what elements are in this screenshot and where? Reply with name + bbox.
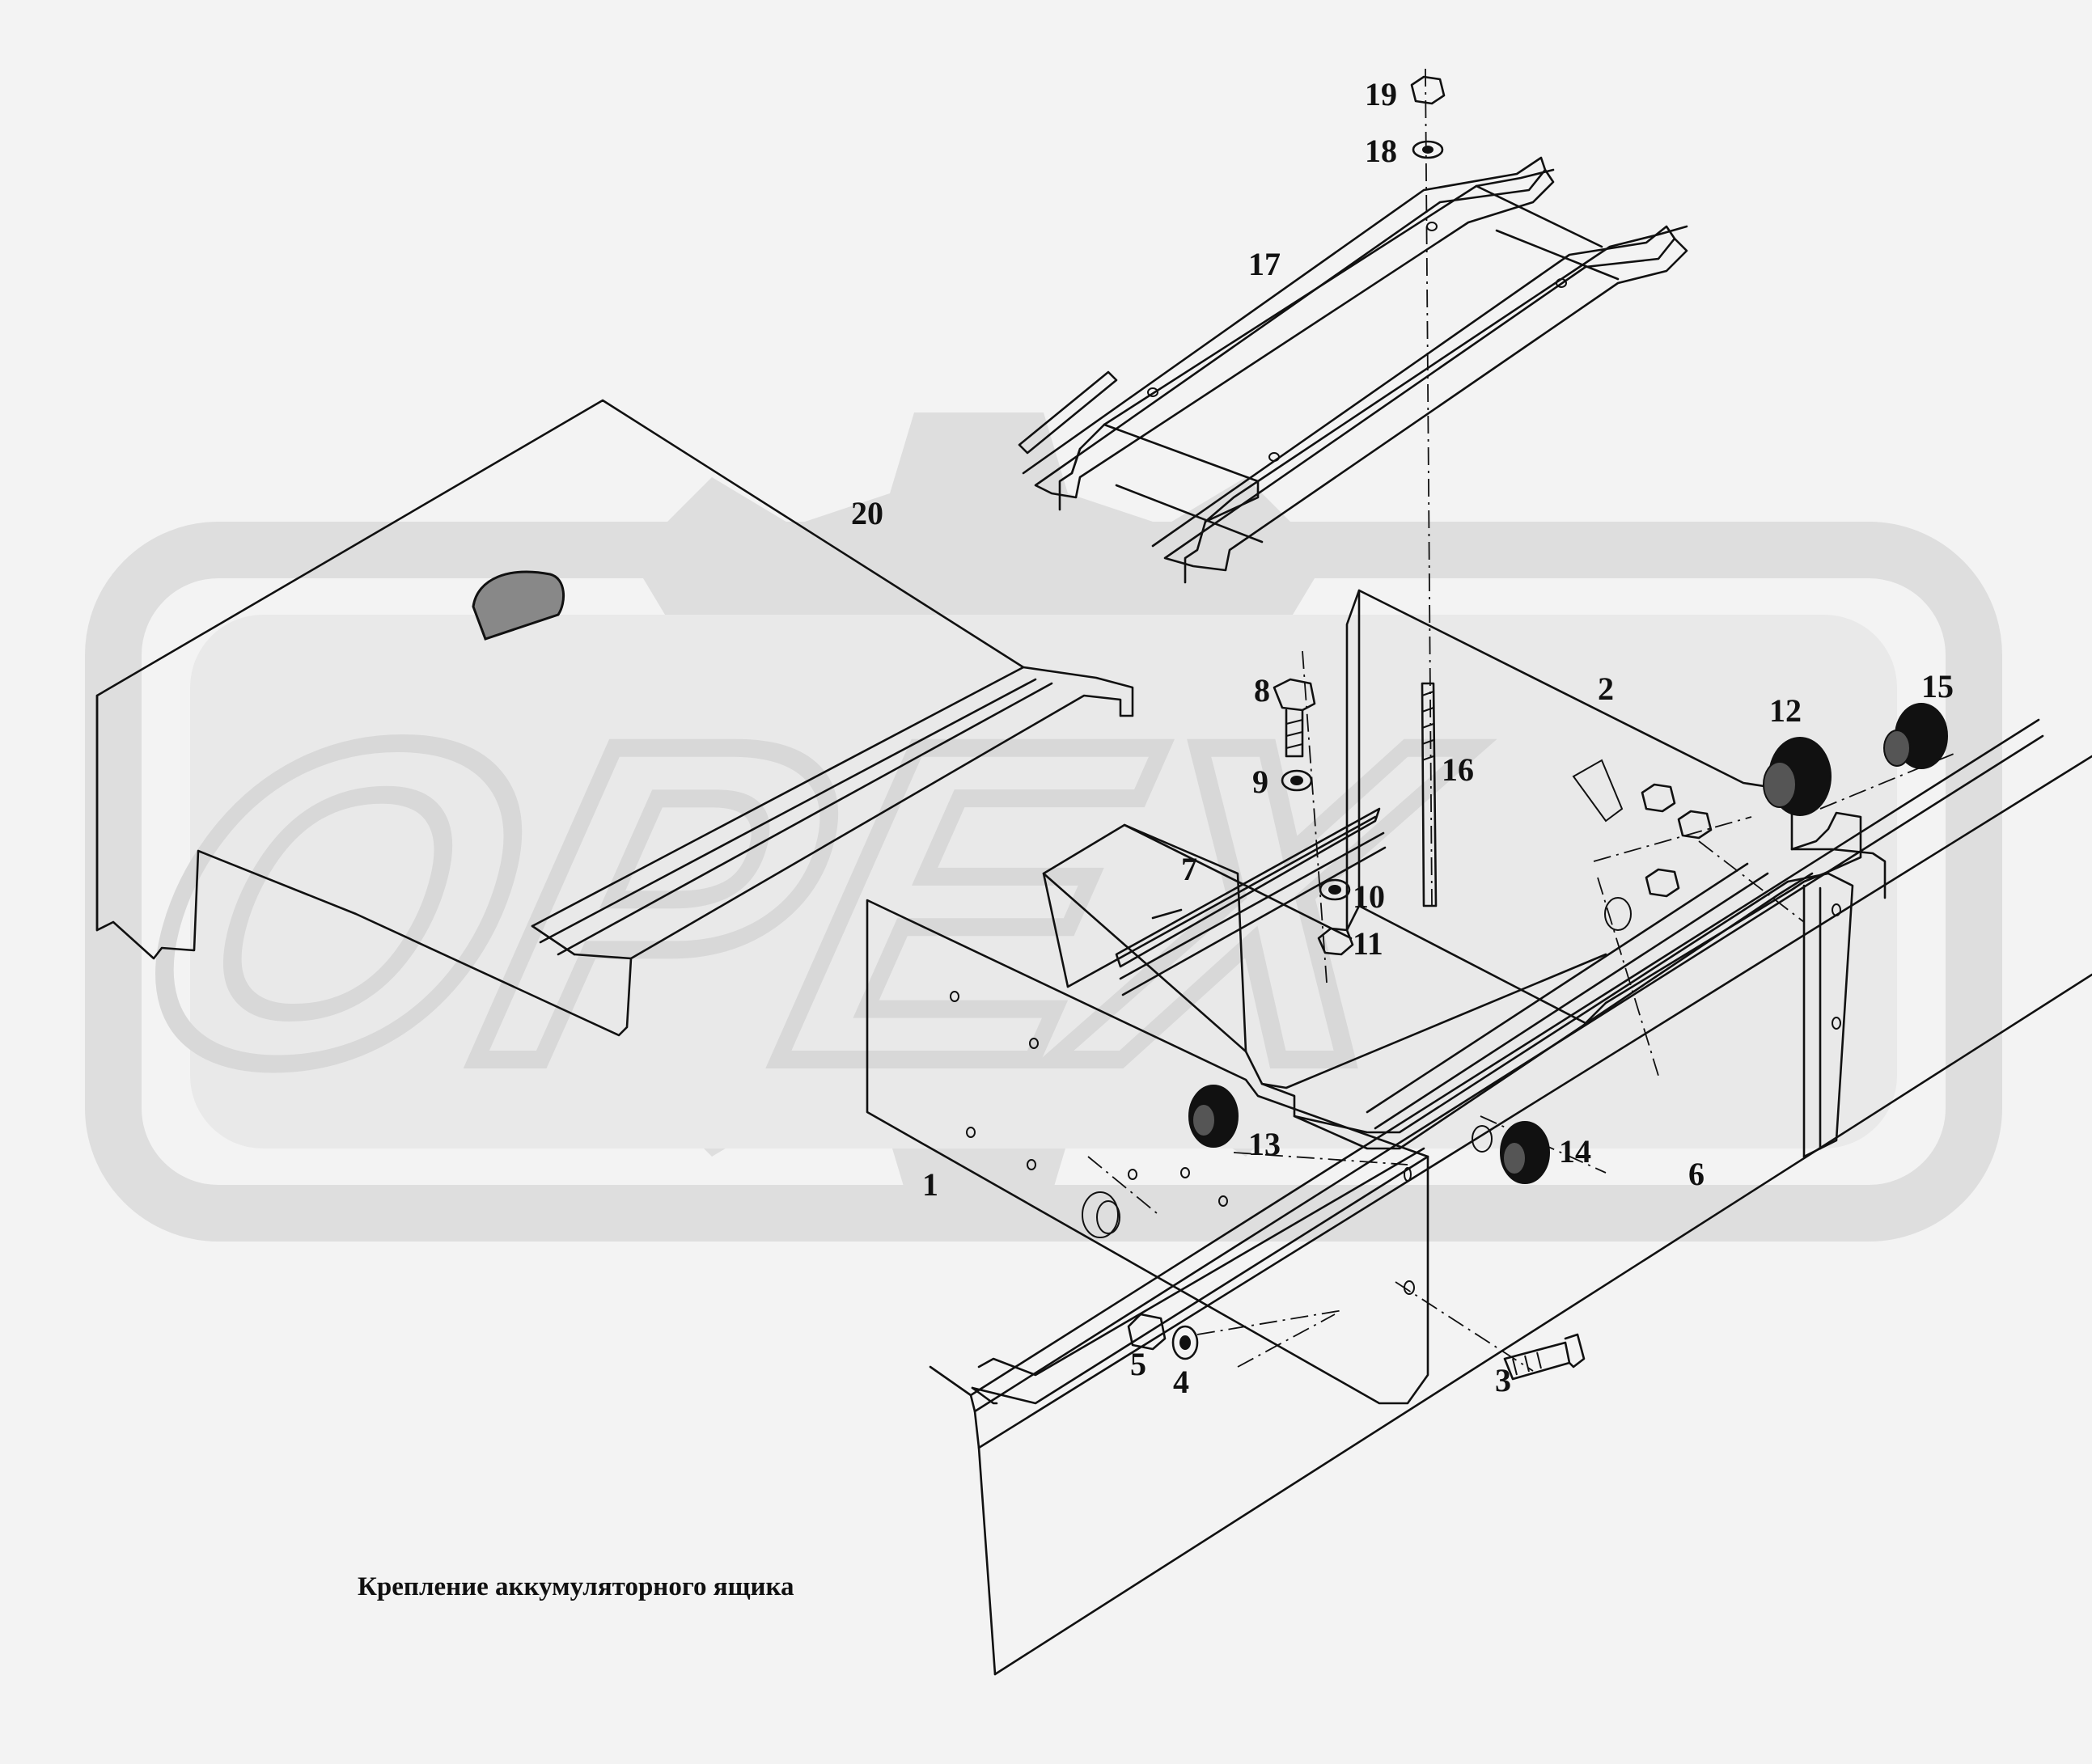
label-part-13: 13 bbox=[1248, 1126, 1281, 1162]
watermark-logo: OPEX bbox=[83, 412, 2002, 1242]
label-part-11: 11 bbox=[1353, 925, 1383, 962]
label-part-19: 19 bbox=[1365, 76, 1397, 112]
label-part-7: 7 bbox=[1181, 851, 1197, 887]
bracket-2-tab bbox=[1572, 759, 1624, 823]
label-part-10: 10 bbox=[1353, 878, 1385, 915]
label-part-3: 3 bbox=[1495, 1362, 1511, 1398]
label-part-16: 16 bbox=[1442, 751, 1474, 788]
label-part-2: 2 bbox=[1598, 670, 1614, 707]
diagram-caption: Крепление аккумуляторного ящика bbox=[358, 1572, 794, 1601]
washer-9 bbox=[1281, 769, 1313, 792]
label-part-4: 4 bbox=[1173, 1364, 1189, 1400]
battery-tray bbox=[1042, 589, 1887, 1158]
label-part-1: 1 bbox=[922, 1166, 938, 1203]
nut-11 bbox=[1317, 927, 1354, 956]
label-part-9: 9 bbox=[1252, 764, 1268, 800]
hold-down-frame bbox=[1018, 156, 1688, 584]
label-part-6: 6 bbox=[1688, 1156, 1705, 1192]
label-part-17: 17 bbox=[1248, 246, 1281, 282]
label-part-18: 18 bbox=[1365, 133, 1397, 169]
stud-16 bbox=[1421, 682, 1438, 907]
washer-4 bbox=[1171, 1325, 1199, 1360]
label-part-5: 5 bbox=[1130, 1346, 1146, 1382]
washer-10 bbox=[1319, 878, 1351, 901]
nut-5 bbox=[1127, 1313, 1167, 1351]
part-labels: 1 2 3 4 5 6 7 8 9 10 11 12 13 14 15 16 1… bbox=[851, 76, 1954, 1400]
bolt-8 bbox=[1273, 678, 1316, 712]
washer-18 bbox=[1412, 140, 1444, 159]
cover-lock bbox=[472, 570, 565, 641]
nut-19 bbox=[1410, 75, 1446, 105]
battery-cover bbox=[95, 399, 1134, 1037]
watermark-text: OPEX bbox=[92, 649, 1501, 1156]
label-part-8: 8 bbox=[1254, 672, 1270, 709]
fasteners bbox=[1127, 75, 1948, 1381]
bolt-3 bbox=[1503, 1341, 1571, 1381]
label-part-20: 20 bbox=[851, 495, 883, 531]
bracket-front-plate bbox=[866, 899, 1429, 1405]
label-part-14: 14 bbox=[1559, 1133, 1591, 1170]
label-part-12: 12 bbox=[1769, 692, 1802, 729]
label-part-15: 15 bbox=[1921, 668, 1954, 704]
watermark-inner bbox=[190, 615, 1897, 1149]
